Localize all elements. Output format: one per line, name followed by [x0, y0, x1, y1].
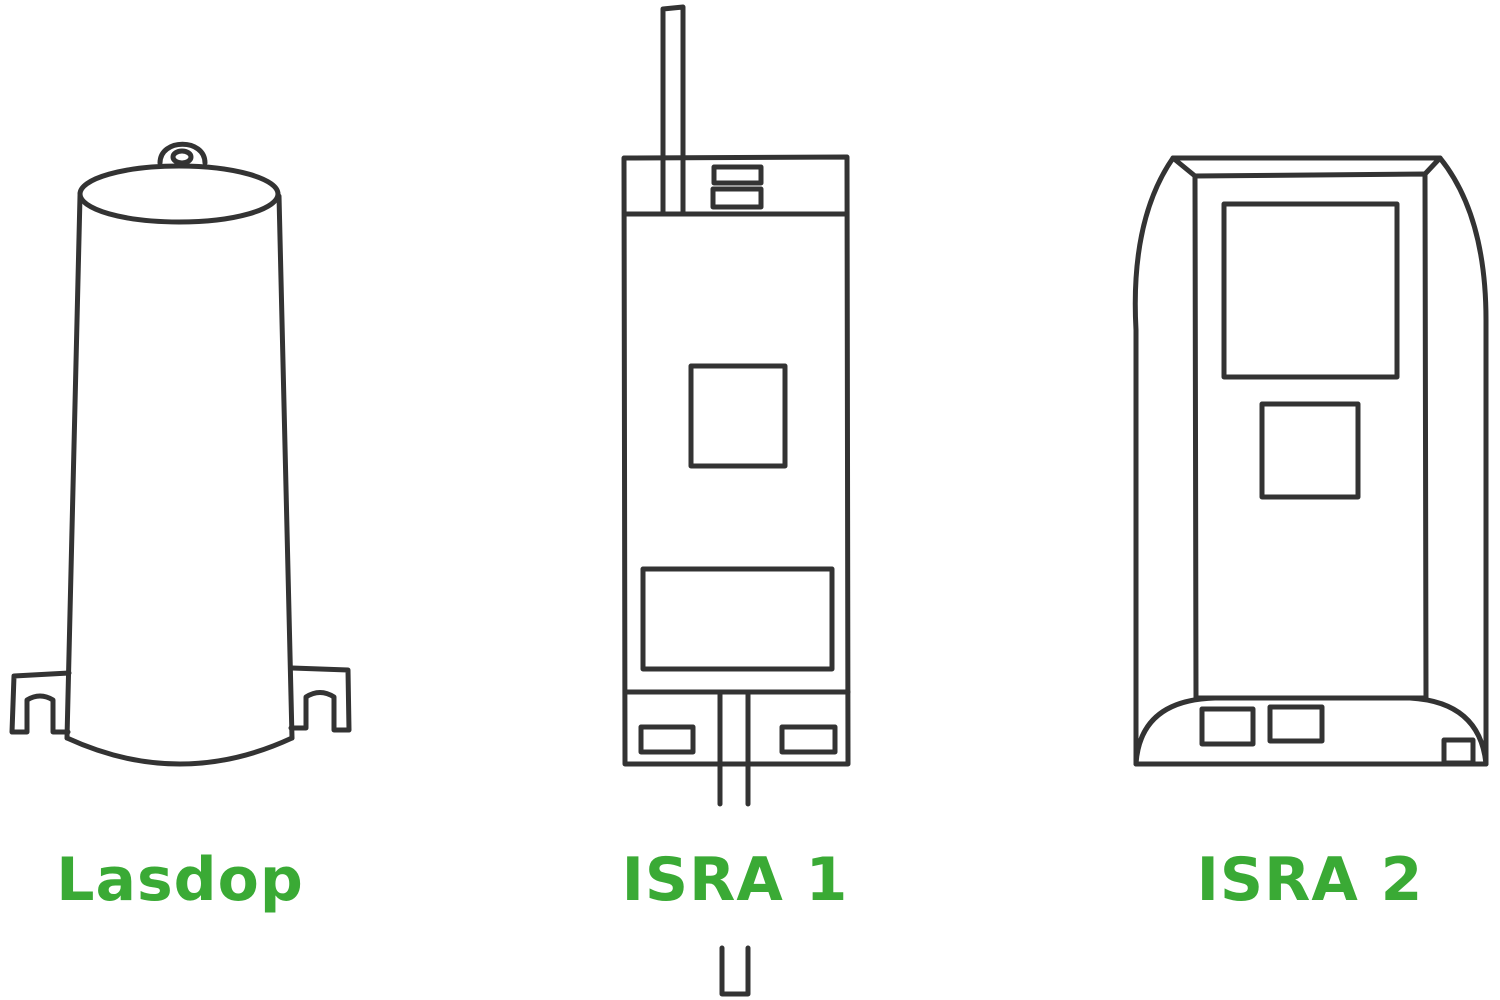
lasdop-lifting-eye-hole	[170, 148, 194, 166]
isra2-housing	[1132, 155, 1489, 767]
isra2-bevel-left	[1170, 155, 1198, 179]
isra1-center-panel	[688, 363, 788, 469]
label-lasdop: Lasdop	[56, 845, 304, 915]
lasdop-lifting-eye	[157, 141, 208, 166]
isra1-antenna	[660, 4, 686, 215]
isra2-illustration	[1132, 155, 1489, 767]
isra2-bevel-right	[1422, 155, 1443, 177]
isra2-corner-port	[1441, 737, 1476, 766]
lasdop-left-bracket	[9, 670, 72, 735]
lasdop-illustration	[9, 141, 352, 767]
isra2-base	[1133, 695, 1489, 767]
isra1-left-connector	[638, 724, 696, 755]
isra2-keypad	[1259, 401, 1361, 500]
isra2-front-panel	[1192, 171, 1429, 701]
isra1-top-slot-upper	[711, 164, 764, 186]
isra1-top-slot-lower	[710, 186, 764, 210]
lasdop-right-bracket	[288, 665, 352, 733]
isra1-right-connector	[779, 724, 838, 755]
lasdop-left-side	[64, 193, 83, 741]
lasdop-bottom	[64, 735, 295, 767]
isra1-cable-end	[719, 945, 751, 997]
label-isra1: ISRA 1	[621, 845, 849, 915]
isra2-connector-2	[1267, 704, 1325, 744]
isra1-body	[621, 154, 851, 767]
label-isra2: ISRA 2	[1196, 845, 1424, 915]
isra1-cable	[717, 689, 751, 807]
lasdop-top	[77, 163, 281, 225]
isra1-illustration	[621, 4, 851, 997]
isra1-lower-panel	[640, 566, 835, 672]
isra2-display	[1221, 201, 1400, 380]
isra2-connector-1	[1199, 706, 1256, 747]
lasdop-right-side	[276, 193, 295, 741]
